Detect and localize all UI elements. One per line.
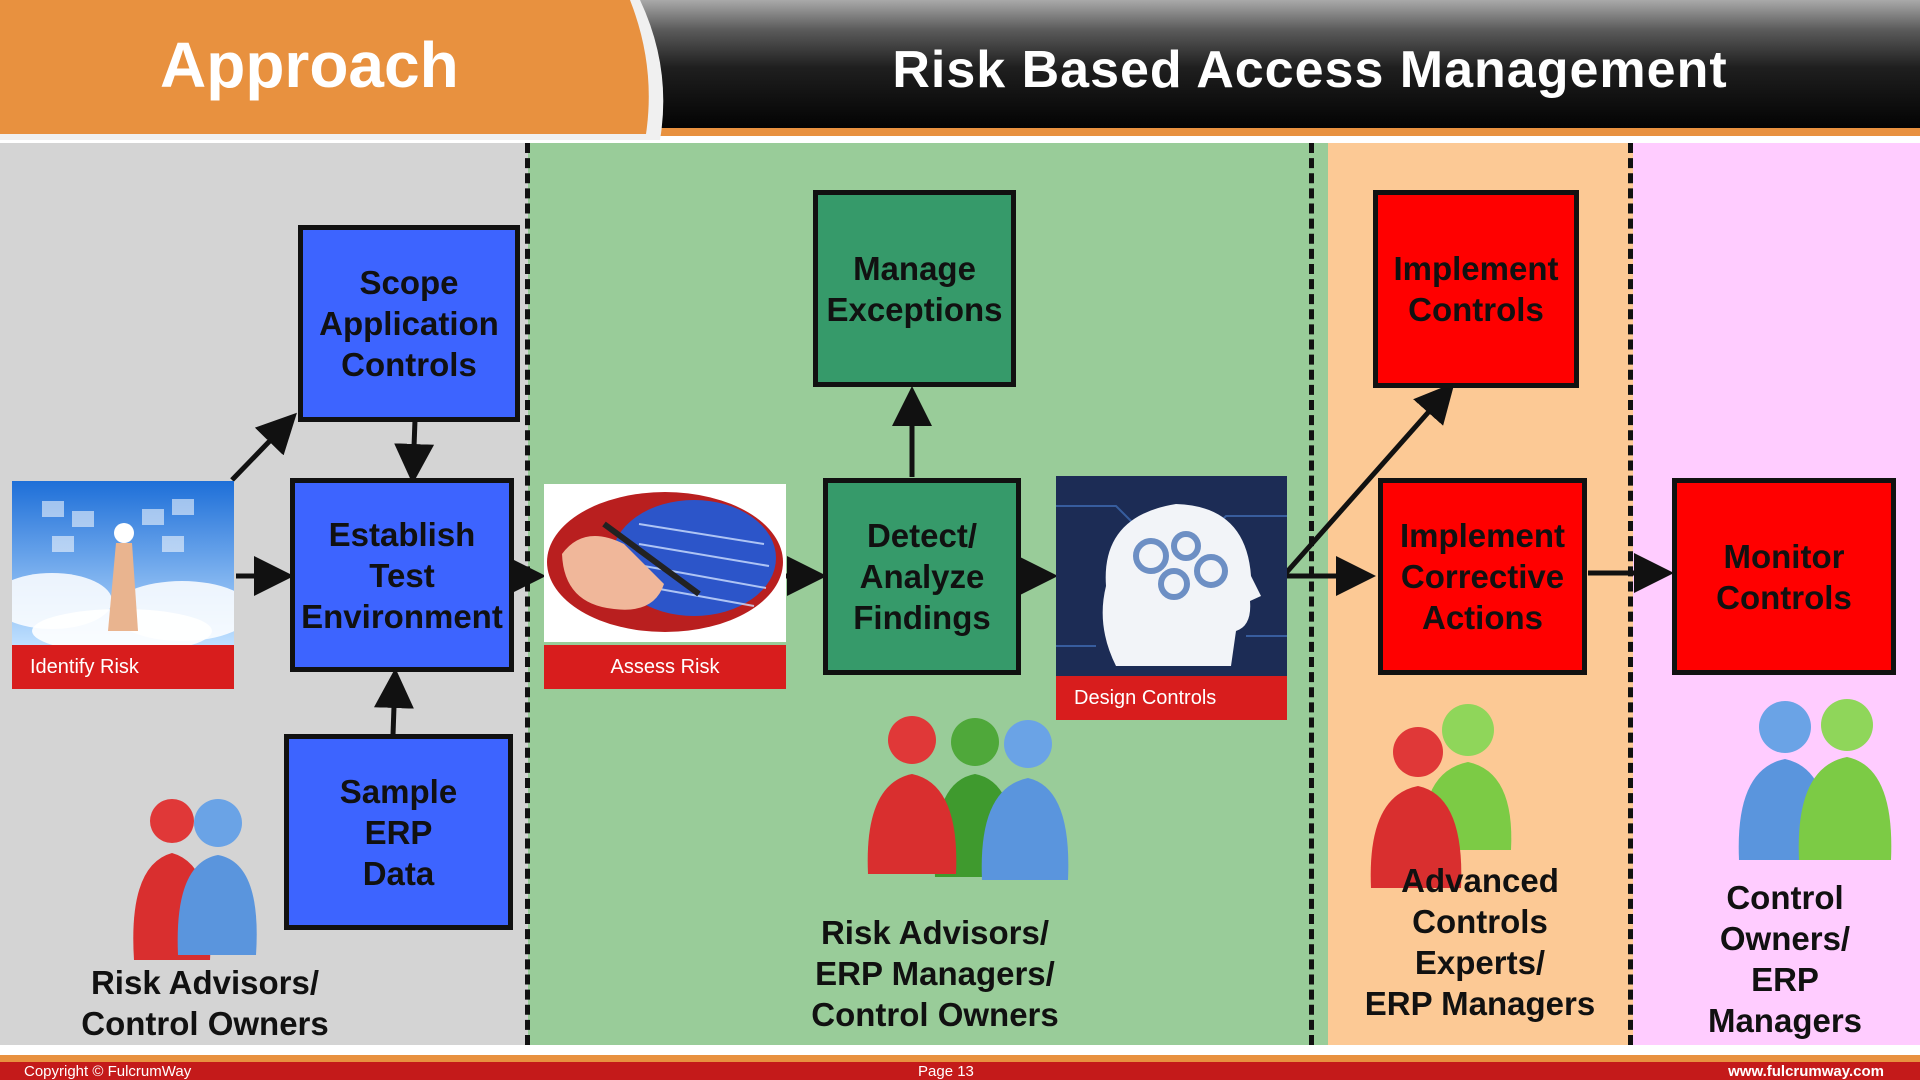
- people-icon: [133, 799, 257, 960]
- design-controls-image: [1056, 476, 1287, 676]
- phase3-people-label: Advanced Controls Experts/ ERP Managers: [1364, 862, 1596, 1022]
- monitor-controls-box: Monitor Controls: [1672, 478, 1896, 675]
- design-controls-caption: Design Controls: [1056, 676, 1287, 720]
- phase1-people-label: Risk Advisors/ Control Owners: [81, 964, 329, 1042]
- arrow-to-scope: [230, 412, 297, 482]
- identify-risk-caption: Identify Risk: [12, 645, 234, 689]
- footer-stripe: [0, 1055, 1920, 1062]
- approach-tab: [0, 0, 664, 140]
- arrow-to-implement-controls: [1284, 382, 1455, 575]
- detect-analyze-findings-box: Detect/ Analyze Findings: [823, 478, 1021, 675]
- phase4-people-label: Control Owners/ ERP Managers: [1707, 879, 1863, 1039]
- arrow-scope-to-establish: [394, 419, 435, 484]
- lane-divider: [1628, 143, 1633, 1045]
- page-number: Page 13: [918, 1063, 974, 1080]
- phase2-people-label: Risk Advisors/ ERP Managers/ Control Own…: [811, 914, 1059, 1033]
- section-label: Approach: [160, 29, 459, 101]
- footer-bar: Copyright © FulcrumWay Page 13 www.fulcr…: [0, 1062, 1920, 1080]
- arrow-sample-to-establish: [373, 668, 414, 736]
- header-stripe: [0, 128, 1920, 136]
- page-title: Risk Based Access Management: [892, 41, 1728, 99]
- scope-application-controls-box: Scope Application Controls: [298, 225, 520, 422]
- assess-risk-caption: Assess Risk: [544, 645, 786, 689]
- people-icon: [867, 716, 1069, 880]
- website-link[interactable]: www.fulcrumway.com: [1728, 1063, 1884, 1080]
- assess-risk-image: [544, 484, 786, 642]
- people-icon: [1738, 699, 1892, 860]
- implement-controls-box: Implement Controls: [1373, 190, 1579, 388]
- manage-exceptions-box: Manage Exceptions: [813, 190, 1016, 387]
- identify-risk-image: [12, 481, 234, 645]
- establish-test-environment-box: Establish Test Environment: [290, 478, 514, 672]
- people-icon: [1370, 704, 1512, 888]
- sample-erp-data-box: Sample ERP Data: [284, 734, 513, 930]
- lane-divider: [1309, 143, 1314, 1045]
- implement-corrective-actions-box: Implement Corrective Actions: [1378, 478, 1587, 675]
- copyright-text: Copyright © FulcrumWay: [24, 1063, 192, 1080]
